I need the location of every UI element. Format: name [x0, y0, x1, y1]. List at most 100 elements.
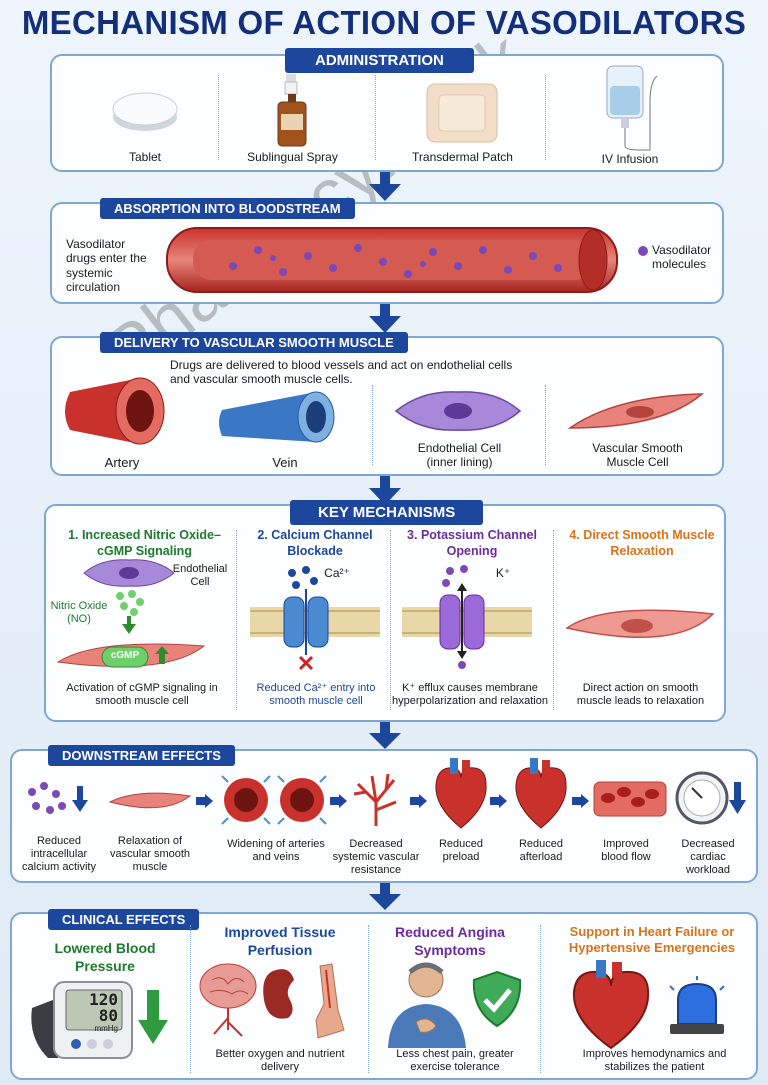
divider	[545, 75, 546, 160]
bp-systolic: 120	[89, 990, 118, 1009]
flow-arrow-icon	[369, 304, 401, 333]
delivery-description: Drugs are delivered to blood vessels and…	[170, 358, 513, 387]
downstream-item-7: Improved blood flow	[601, 838, 651, 864]
right-arrow-icon	[572, 794, 589, 808]
mechanism-3-title: 3. Potassium Channel Opening	[407, 528, 537, 558]
clinical-panel	[10, 912, 758, 1080]
widening-vessels-icon	[221, 775, 327, 825]
artery-icon	[65, 377, 165, 445]
bp-diastolic: 80	[98, 1006, 118, 1025]
admin-item-spray: Sublingual Spray	[247, 150, 338, 164]
blood-flow-icon	[593, 781, 667, 817]
delivery-title: DELIVERY TO VASCULAR SMOOTH MUSCLE	[100, 332, 408, 353]
spray-icon	[277, 74, 307, 147]
endothelial-cell-icon	[394, 391, 522, 431]
calcium-channel-icon	[250, 566, 380, 671]
vein-icon	[219, 391, 335, 443]
admin-item-iv: IV Infusion	[601, 152, 659, 166]
mechanisms-title: KEY MECHANISMS	[290, 500, 484, 525]
down-arrow-icon	[138, 990, 168, 1044]
calcium-ion-label: Ca²⁺	[324, 566, 350, 580]
clinical-3-caption: Less chest pain, greater exercise tolera…	[396, 1048, 514, 1074]
nitric-oxide-icon	[116, 590, 144, 634]
mechanism-1-caption: Activation of cGMP signaling in smooth m…	[66, 682, 218, 708]
gauge-icon	[675, 771, 746, 825]
downstream-item-1: Reduced intracellular calcium activity	[22, 835, 96, 874]
heart-icon	[435, 758, 487, 829]
divider	[390, 530, 391, 710]
cgmp-label: cGMP	[110, 650, 140, 661]
vein-label: Vein	[272, 455, 298, 470]
mechanism-4-caption: Direct action on smooth muscle leads to …	[576, 682, 705, 708]
blood-vessel-icon	[166, 227, 618, 293]
divider	[218, 75, 219, 160]
clinical-1-title: Lowered Blood Pressure	[54, 940, 156, 974]
patient-icon	[388, 962, 466, 1048]
emergency-light-icon	[669, 976, 725, 1034]
smooth-muscle-cell-icon	[567, 393, 705, 429]
heart-icon	[572, 960, 650, 1050]
smooth-muscle-cell-icon	[56, 643, 206, 668]
molecule-legend: Vasodilator molecules	[652, 243, 712, 272]
shield-check-icon	[472, 970, 522, 1028]
endothelial-label: Endothelial Cell (inner lining)	[417, 441, 502, 470]
downstream-item-8: Decreased cardiac workload	[681, 838, 735, 877]
divider	[190, 925, 191, 1073]
potassium-channel-icon	[402, 565, 532, 669]
mechanism-1-title: 1. Increased Nitric Oxide–cGMP Signaling	[68, 528, 221, 558]
downstream-item-3: Widening of arteries and veins	[227, 838, 325, 864]
potassium-ion-label: K⁺	[495, 566, 511, 580]
right-arrow-icon	[410, 794, 427, 808]
mechanism-2-caption: Reduced Ca²⁺ entry into smooth muscle ce…	[256, 682, 376, 708]
divider	[236, 530, 237, 710]
clinical-4-title: Support in Heart Failure or Hypertensive…	[568, 924, 736, 956]
downstream-title: DOWNSTREAM EFFECTS	[48, 745, 235, 766]
divider	[372, 385, 373, 465]
downstream-item-5: Reduced preload	[438, 838, 484, 864]
divider	[553, 530, 554, 710]
absorption-title: ABSORPTION INTO BLOODSTREAM	[100, 198, 355, 219]
clinical-3-title: Reduced Angina Symptoms	[395, 924, 505, 958]
mechanism-2-title: 2. Calcium Channel Blockade	[257, 528, 373, 558]
absorption-text: Vasodilator drugs enter the systemic cir…	[66, 237, 147, 295]
downstream-item-2: Relaxation of vascular smooth muscle	[109, 835, 191, 874]
right-arrow-icon	[196, 794, 213, 808]
endothelial-cell-icon	[83, 559, 175, 587]
admin-item-tablet: Tablet	[128, 150, 162, 164]
right-arrow-icon	[330, 794, 347, 808]
clinical-2-caption: Better oxygen and nutrient delivery	[215, 1048, 345, 1074]
divider	[545, 385, 546, 465]
clinical-2-title: Improved Tissue Perfusion	[224, 924, 336, 958]
tablet-icon	[112, 92, 178, 131]
relaxed-muscle-icon	[108, 792, 192, 809]
mechanism-1-cell-label: Endothelial Cell	[172, 563, 228, 589]
smooth-muscle-label: Vascular Smooth Muscle Cell	[592, 441, 683, 470]
page-title: MECHANISM OF ACTION OF VASODILATORS	[21, 4, 747, 41]
artery-label: Artery	[104, 455, 140, 470]
flow-arrow-icon	[369, 883, 401, 910]
mechanism-3-caption: K⁺ efflux causes membrane hyperpolarizat…	[392, 682, 548, 708]
bp-unit: mmHg	[94, 1024, 118, 1033]
divider	[368, 925, 369, 1073]
molecule-dot-icon	[638, 246, 648, 256]
flow-arrow-icon	[369, 172, 401, 201]
patch-icon	[426, 83, 498, 143]
mechanism-4-title: 4. Direct Smooth Muscle Relaxation	[569, 528, 715, 558]
heart-icon	[515, 758, 567, 829]
administration-title: ADMINISTRATION	[285, 48, 474, 73]
admin-item-patch: Transdermal Patch	[412, 150, 513, 164]
downstream-item-4: Decreased systemic vascular resistance	[332, 838, 420, 877]
clinical-4-caption: Improves hemodynamics and stabilizes the…	[582, 1048, 727, 1074]
blood-pressure-monitor-icon	[31, 981, 133, 1059]
divider	[540, 925, 541, 1073]
flow-arrow-icon	[369, 722, 401, 749]
smooth-muscle-cell-icon	[565, 609, 715, 639]
organs-icon	[199, 963, 345, 1039]
iv-bag-icon	[606, 65, 658, 151]
downstream-item-6: Reduced afterload	[518, 838, 564, 864]
right-arrow-icon	[490, 794, 507, 808]
flow-arrow-icon	[369, 476, 401, 505]
clinical-title: CLINICAL EFFECTS	[48, 909, 200, 930]
divider	[375, 75, 376, 160]
nitric-oxide-label: Nitric Oxide (NO)	[50, 600, 108, 626]
